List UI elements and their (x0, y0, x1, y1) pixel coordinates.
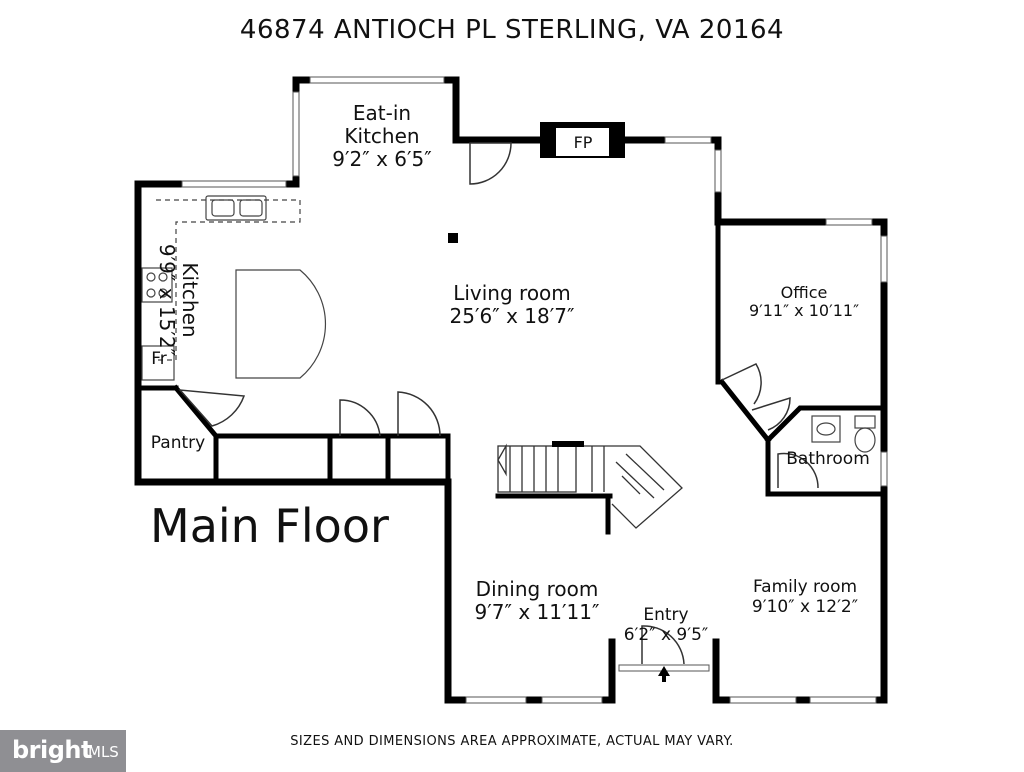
entry-arrow-icon (658, 666, 670, 676)
bathroom-fixtures (811, 415, 876, 453)
entry-arrow-stem (662, 674, 666, 682)
fireplace (540, 122, 625, 158)
office-label: Office 9′11″ x 10′11″ (724, 283, 884, 321)
stairs (497, 441, 683, 529)
eat-in-kitchen-label: Eat-in Kitchen 9′2″ x 6′5″ (322, 102, 442, 171)
family-room-label: Family room 9′10″ x 12′2″ (730, 577, 880, 617)
windows (181, 76, 888, 704)
dining-room-dims: 9′7″ x 11′11″ (474, 600, 600, 624)
bright-mls-logo: bright MLS (0, 730, 126, 772)
living-room-name: Living room (453, 281, 571, 305)
eat-in-kitchen-name-line1: Eat-in (352, 101, 412, 125)
entry-name: Entry (643, 605, 689, 625)
dining-room-label: Dining room 9′7″ x 11′11″ (452, 578, 622, 624)
logo-brand-text: bright (12, 736, 92, 764)
family-room-name: Family room (752, 577, 858, 597)
fridge-label: Fr (151, 349, 167, 369)
floor-title: Main Floor (150, 499, 389, 553)
pantry-label: Pantry (150, 433, 206, 453)
fireplace-label: FP (573, 133, 593, 152)
kitchen-fixtures (141, 195, 327, 381)
column-post (448, 233, 458, 243)
logo-mls-text: MLS (88, 743, 119, 761)
office-dims: 9′11″ x 10′11″ (748, 301, 860, 321)
kitchen-name: Kitchen (178, 262, 202, 338)
living-room-dims: 25′6″ x 18′7″ (449, 304, 575, 328)
disclaimer-text: SIZES AND DIMENSIONS AREA APPROXIMATE, A… (290, 734, 734, 749)
interior-walls (135, 219, 887, 667)
doors (178, 142, 819, 665)
living-room-label: Living room 25′6″ x 18′7″ (422, 282, 602, 328)
entry-dims: 6′2″ x 9′5″ (623, 624, 709, 645)
bathroom-label: Bathroom (786, 449, 870, 469)
dining-room-name: Dining room (475, 577, 599, 601)
eat-in-kitchen-dims: 9′2″ x 6′5″ (332, 147, 432, 171)
kitchen-dims: 9′9″ x 15′2″ (155, 243, 179, 357)
kitchen-label: Kitchen 9′9″ x 15′2″ (155, 243, 202, 357)
entry-label: Entry 6′2″ x 9′5″ (614, 605, 718, 645)
eat-in-kitchen-name-line2: Kitchen (344, 124, 420, 148)
address-title: 46874 ANTIOCH PL STERLING, VA 20164 (239, 15, 785, 45)
office-name: Office (780, 283, 828, 302)
family-room-dims: 9′10″ x 12′2″ (751, 596, 859, 617)
